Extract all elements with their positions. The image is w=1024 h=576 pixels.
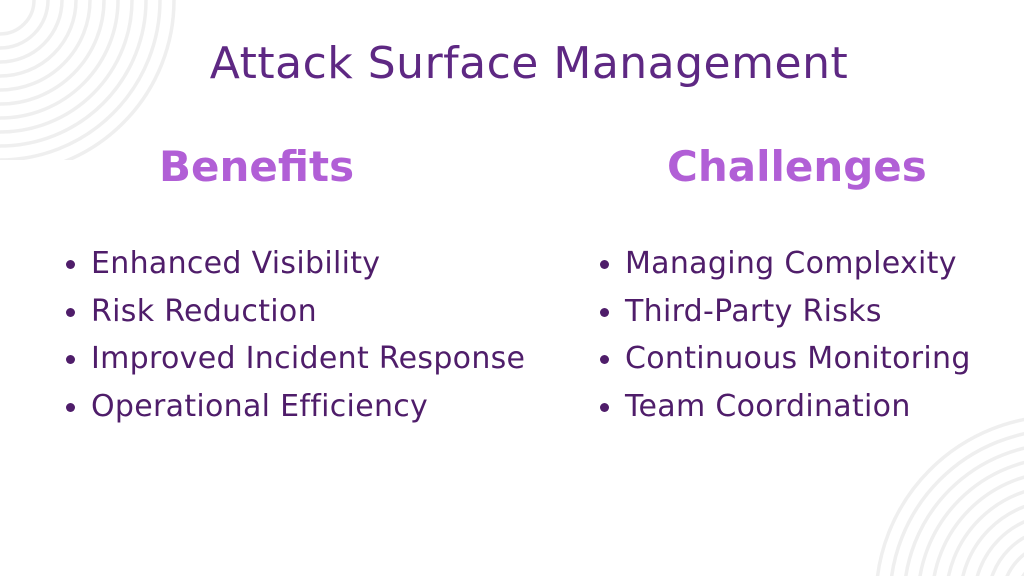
challenges-list: Managing Complexity Third-Party Risks Co… [598, 240, 971, 430]
bullet-icon [66, 355, 75, 364]
benefits-list: Enhanced Visibility Risk Reduction Impro… [64, 240, 525, 430]
list-item-text: Improved Incident Response [91, 341, 526, 376]
list-item: Risk Reduction [64, 288, 525, 336]
slide-title: Attack Surface Management [209, 38, 849, 89]
list-item: Operational Efficiency [64, 383, 525, 431]
list-item: Continuous Monitoring [598, 335, 971, 383]
list-item-text: Enhanced Visibility [91, 246, 381, 281]
list-item: Managing Complexity [598, 240, 971, 288]
list-item-text: Managing Complexity [625, 246, 957, 281]
bullet-icon [600, 355, 609, 364]
bullet-icon [66, 260, 75, 269]
bullet-icon [66, 402, 75, 412]
benefits-heading: Benefits [159, 142, 355, 191]
list-item-text: Third-Party Risks [625, 293, 882, 329]
bullet-icon [600, 307, 609, 317]
list-item: Team Coordination [598, 383, 971, 431]
list-item-text: Operational Efficiency [91, 388, 429, 424]
list-item: Improved Incident Response [64, 335, 525, 383]
bullet-icon [66, 307, 75, 317]
bullet-icon [600, 402, 609, 412]
bullet-icon [600, 260, 609, 269]
list-item-text: Risk Reduction [91, 293, 317, 329]
list-item: Third-Party Risks [598, 288, 971, 336]
list-item: Enhanced Visibility [64, 240, 525, 288]
challenges-heading: Challenges [667, 142, 927, 191]
list-item-text: Team Coordination [625, 388, 911, 424]
list-item-text: Continuous Monitoring [625, 341, 971, 376]
